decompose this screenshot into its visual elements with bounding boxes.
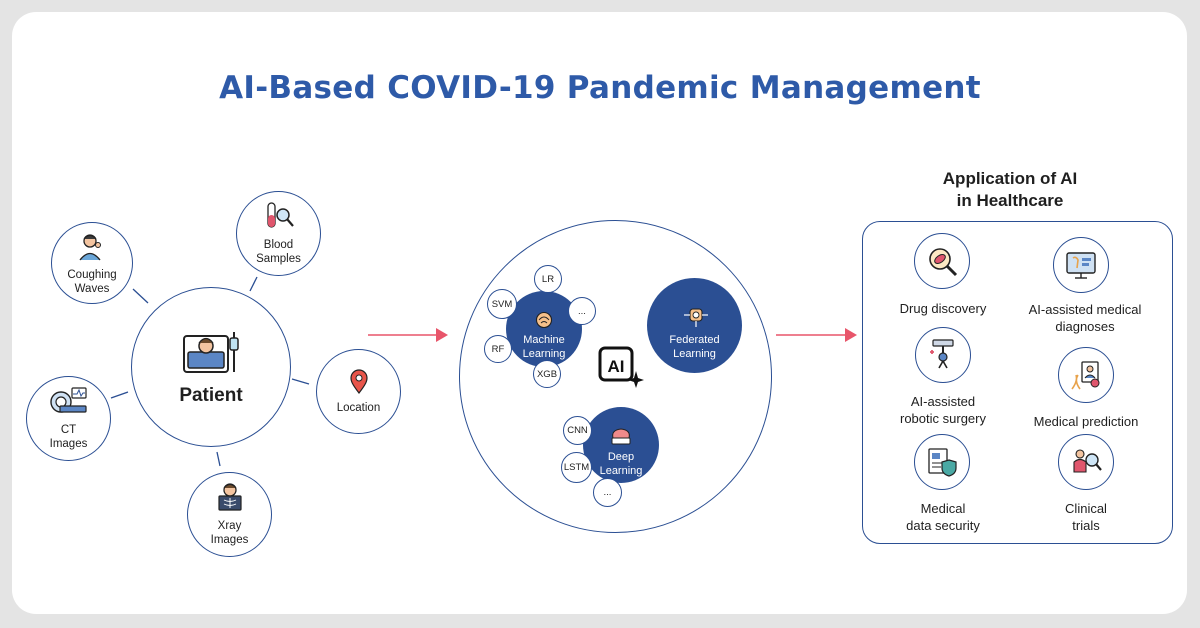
dl-model-cnn: CNN xyxy=(563,416,592,445)
patient-node: Patient xyxy=(131,287,291,447)
ml-model-more: ... xyxy=(568,297,596,325)
arrow-to-applications xyxy=(776,328,857,342)
patient-bed-icon xyxy=(180,328,242,383)
ml-model-xgb: XGB xyxy=(533,360,561,388)
input-xray-images: Xray Images xyxy=(187,472,272,557)
deep-learning-node: Deep Learning xyxy=(583,407,659,483)
app-drug-discovery: Drug discovery xyxy=(899,301,987,316)
blood-samples-label: Blood Samples xyxy=(256,239,301,265)
ml-model-svm: SVM xyxy=(487,289,517,319)
applications-panel xyxy=(862,221,1173,544)
svg-text:AI: AI xyxy=(608,357,625,376)
dl-model-more: ... xyxy=(593,478,622,507)
input-coughing-waves: Coughing Waves xyxy=(51,222,133,304)
federated-learning-label: Federated Learning xyxy=(669,333,720,360)
ai-sparkle-icon: AI xyxy=(597,345,645,389)
ai-methods-circle xyxy=(459,220,772,533)
diagram-title: AI-Based COVID-19 Pandemic Management xyxy=(219,70,981,106)
brain-gear-icon xyxy=(533,297,555,333)
app-medical-prediction: Medical prediction xyxy=(1033,414,1139,429)
network-robot-icon xyxy=(680,291,710,333)
connector-xray xyxy=(216,451,221,467)
deep-learning-label: Deep Learning xyxy=(599,451,643,477)
connector-ct xyxy=(110,391,129,399)
location-pin-icon xyxy=(348,368,370,399)
input-ct-images: CT Images xyxy=(26,376,111,461)
app-robotic-surgery: AI-assisted robotic surgery xyxy=(900,394,986,426)
connector-location xyxy=(291,378,310,385)
xray-images-label: Xray Images xyxy=(210,520,249,546)
applications-title: Application of AI in Healthcare xyxy=(942,169,1078,210)
ml-model-lr: LR xyxy=(534,265,562,293)
ct-images-label: CT Images xyxy=(49,424,88,450)
robotic-arm-icon xyxy=(915,327,971,383)
input-location: Location xyxy=(316,349,401,434)
app-data-security: Medical data security xyxy=(906,501,980,533)
app-clinical-trials: Clinical trials xyxy=(1065,501,1107,533)
patient-label: Patient xyxy=(179,384,243,406)
location-label: Location xyxy=(336,402,381,414)
clinical-trial-icon xyxy=(1058,434,1114,490)
ml-model-rf: RF xyxy=(484,335,512,363)
arrow-to-ai xyxy=(368,328,448,342)
app-ai-assisted-diagnoses: AI-assisted medical diagnoses xyxy=(1028,302,1142,334)
monitor-diagnosis-icon xyxy=(1053,237,1109,293)
ct-scanner-icon xyxy=(49,386,88,421)
brain-network-icon xyxy=(609,412,633,450)
test-tube-magnifier-icon xyxy=(263,201,295,236)
coughing-waves-label: Coughing Waves xyxy=(67,268,117,295)
federated-learning-node: Federated Learning xyxy=(647,278,742,373)
machine-learning-label: Machine Learning xyxy=(522,334,566,360)
xray-doctor-icon xyxy=(214,482,246,517)
dna-doctor-icon xyxy=(1058,347,1114,403)
drug-magnifier-icon xyxy=(914,233,970,289)
connector-blood xyxy=(249,276,258,292)
shield-document-icon xyxy=(914,434,970,490)
connector-coughing xyxy=(132,288,149,304)
dl-model-lstm: LSTM xyxy=(561,452,592,483)
coughing-person-icon xyxy=(77,231,107,266)
input-blood-samples: Blood Samples xyxy=(236,191,321,276)
